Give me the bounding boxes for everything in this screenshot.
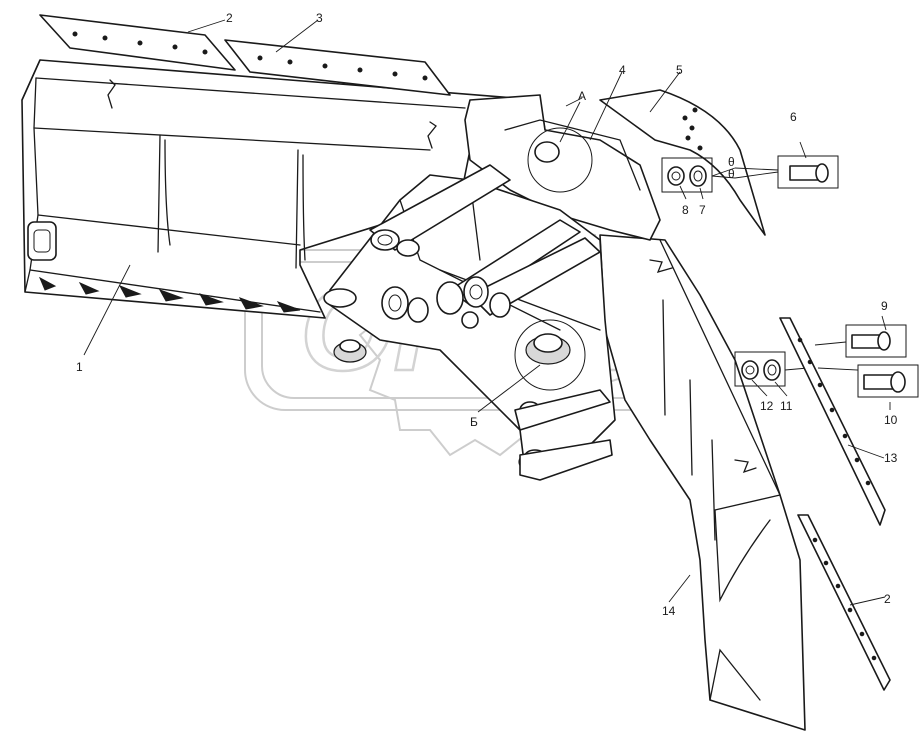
side-curved-plate [599,89,766,236]
linkage-frame [323,94,661,481]
main-blade [21,59,546,319]
wing-blade [599,234,806,731]
fastener-group-right [734,317,919,526]
callouts: 1 2 3 А 4 5 6 8 7 9 10 12 11 13 Б 14 2 [76,11,898,618]
callout-13: 13 [884,451,898,465]
callout-9: 9 [881,299,888,313]
callout-1: 1 [76,360,83,374]
callout-4: 4 [619,63,626,77]
cutting-edge-top-2 [224,39,451,96]
callout-3: 3 [316,11,323,25]
box-bolt-10 [857,364,919,398]
cutting-edge-right [797,514,891,691]
callout-10: 10 [884,413,898,427]
box-bolt-9 [845,324,907,358]
callout-14: 14 [662,604,676,618]
callout-5: 5 [676,63,683,77]
callout-12: 12 [760,399,774,413]
callout-2-top: 2 [226,11,233,25]
cutting-edge-top [39,14,236,71]
svg-text:θ: θ [728,167,735,181]
leader-lines [83,19,891,606]
fastener-group-top: θ θ [661,155,839,193]
callout-view-a: А [578,89,586,103]
pivot-pin [323,141,571,473]
callout-6: 6 [790,110,797,124]
small-mark: θ [728,155,735,169]
callout-7: 7 [699,203,706,217]
callout-view-b: Б [470,415,478,429]
callout-8: 8 [682,203,689,217]
box-nut-12 [734,351,786,387]
callout-2-right: 2 [884,592,891,606]
callout-11: 11 [780,399,793,413]
box-nut-8 [661,157,713,193]
